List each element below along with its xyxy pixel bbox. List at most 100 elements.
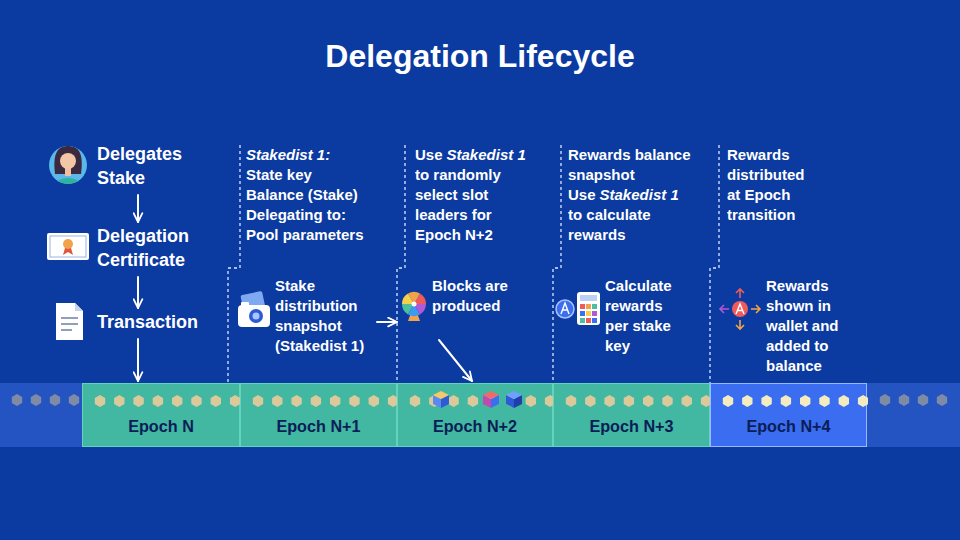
- note-text: at Epoch: [727, 186, 790, 203]
- flow-arrow: [439, 340, 472, 381]
- block-cube: [433, 391, 449, 399]
- slot-hexagon: [230, 395, 240, 407]
- note-line: State key: [246, 165, 364, 185]
- note-column: Rewards balancesnapshotUseStakedist 1to …: [568, 145, 691, 245]
- note-text: Rewards: [727, 146, 790, 163]
- calculator-icon: [580, 318, 585, 323]
- flow-arrow: [137, 339, 139, 381]
- node-text: Epoch N+2: [398, 415, 552, 437]
- step-label: Transaction: [97, 310, 222, 334]
- wheel-icon: [412, 302, 417, 307]
- flow-arrow: [137, 277, 139, 308]
- note-line: Pool parameters: [246, 225, 364, 245]
- camera-icon: [253, 313, 260, 320]
- calculator-icon: [580, 311, 585, 316]
- node-text: Blocks are produced: [432, 276, 518, 316]
- person-icon: [53, 178, 83, 200]
- slot-row: [398, 384, 554, 448]
- camera-icon: [249, 309, 263, 323]
- reward-arrows-icon: [736, 304, 744, 314]
- dashed-divider: [553, 145, 561, 383]
- slot-hexagon: [662, 395, 672, 407]
- outer-epoch-band: [0, 383, 960, 447]
- node-text: Stake distribution snapshot (Stakedist 1…: [275, 276, 373, 356]
- note-text: leaders for: [415, 206, 492, 223]
- slot-hexagon: [211, 395, 221, 407]
- calculator-icon: [586, 318, 591, 323]
- note-text: Delegating to:: [246, 206, 346, 223]
- slot-hexagon: [253, 395, 263, 407]
- process-label: Blocks are produced: [399, 276, 518, 336]
- slot-hexagon: [918, 394, 928, 406]
- note-line: rewards: [568, 225, 691, 245]
- step-label: Delegation Certificate: [97, 224, 222, 272]
- dashed-divider: [397, 145, 405, 383]
- slot-hexagon: [839, 395, 849, 407]
- process-label: Calculate rewards per stake key: [555, 276, 687, 356]
- slot-hexagon: [410, 395, 420, 407]
- reward-arrows-icon: [720, 305, 729, 313]
- note-column: UseStakedist 1to randomlyselect slotlead…: [415, 145, 526, 245]
- slot-hexagon: [291, 395, 301, 407]
- wheel-icon: [402, 292, 426, 321]
- calculator-icon: [592, 304, 597, 309]
- epoch-band: Epoch N+2: [397, 383, 553, 447]
- slot-hexagon: [899, 394, 909, 406]
- slot-hexagon: [311, 395, 321, 407]
- slot-hexagon: [153, 395, 163, 407]
- node-text: Delegates Stake: [97, 142, 217, 190]
- note-line: select slot: [415, 185, 526, 205]
- person-icon: [49, 146, 87, 200]
- slot-hexagon: [604, 395, 614, 407]
- reward-arrows-icon: [736, 289, 744, 298]
- camera-icon: [238, 305, 270, 327]
- flow-arrow: [377, 321, 397, 323]
- slot-hexagon: [819, 395, 829, 407]
- slot-hexagon: [880, 394, 890, 406]
- note-line: Delegating to:: [246, 205, 364, 225]
- note-text: State key: [246, 166, 312, 183]
- slot-row: [711, 384, 868, 448]
- certificate-icon: [50, 236, 86, 257]
- node-text: Epoch N+3: [554, 415, 709, 437]
- block-cube: [483, 391, 499, 399]
- reward-arrows-icon: [736, 320, 744, 329]
- note-text: Stakedist 1:: [246, 146, 330, 163]
- note-text: distributed: [727, 166, 805, 183]
- slot-hexagon: [172, 395, 182, 407]
- note-text: Epoch N+2: [415, 226, 493, 243]
- note-line: at Epoch: [727, 185, 805, 205]
- slot-hexagon: [50, 394, 60, 406]
- note-line: to calculate: [568, 205, 691, 225]
- slot-hexagon: [643, 395, 653, 407]
- node-text: Transaction: [97, 310, 222, 334]
- calculator-icon: [592, 311, 597, 316]
- slot-hexagon: [133, 395, 143, 407]
- slot-row: [83, 384, 241, 448]
- note-line: to randomly: [415, 165, 526, 185]
- node-text: Calculate rewards per stake key: [605, 276, 687, 356]
- slot-hexagon: [566, 395, 576, 407]
- note-line: Rewards: [727, 145, 805, 165]
- note-column: Stakedist 1:State keyBalance (Stake)Dele…: [246, 145, 364, 245]
- note-line: Rewards balance: [568, 145, 691, 165]
- certificate-icon: [47, 233, 89, 260]
- note-text: Use: [415, 146, 443, 163]
- note-text: Rewards balance: [568, 146, 691, 163]
- slot-row: [241, 384, 398, 448]
- calculator-icon: [561, 303, 569, 314]
- note-line: transition: [727, 205, 805, 225]
- slot-hexagon: [448, 395, 458, 407]
- epoch-band: Epoch N+4: [710, 383, 867, 447]
- slot-hexagon: [761, 395, 771, 407]
- slot-hexagon: [31, 394, 41, 406]
- reward-arrows-icon: [751, 305, 760, 313]
- slot-hexagon: [114, 395, 124, 407]
- calculator-icon: [556, 292, 600, 325]
- slot-hexagon: [781, 395, 791, 407]
- note-text: snapshot: [568, 166, 635, 183]
- node-text: Epoch N+4: [711, 415, 866, 437]
- note-text: Use: [568, 186, 596, 203]
- slot-hexagon: [349, 395, 359, 407]
- slot-hexagon: [12, 394, 22, 406]
